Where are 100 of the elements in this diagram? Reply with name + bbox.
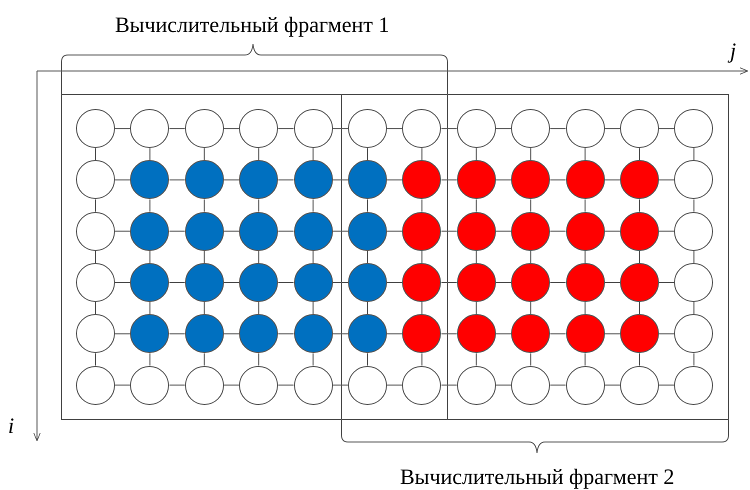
grid-link bbox=[312, 302, 314, 315]
grid-node bbox=[456, 160, 496, 200]
grid-link bbox=[168, 282, 186, 283]
grid-link bbox=[421, 250, 422, 264]
grid-link bbox=[584, 198, 586, 212]
grid-link bbox=[149, 198, 150, 212]
grid-link bbox=[495, 282, 512, 283]
grid-link bbox=[367, 198, 368, 212]
grid-link bbox=[278, 128, 294, 130]
grid-link bbox=[550, 179, 566, 180]
grid-link bbox=[440, 333, 458, 334]
grid-link bbox=[278, 282, 294, 283]
grid-node bbox=[348, 212, 387, 251]
grid-node bbox=[620, 314, 659, 354]
grid-node bbox=[239, 212, 278, 251]
grid-link bbox=[495, 230, 512, 232]
grid-link bbox=[550, 333, 566, 334]
grid-node bbox=[348, 109, 387, 148]
grid-link bbox=[332, 128, 348, 130]
grid-node bbox=[511, 314, 550, 354]
grid-link bbox=[278, 230, 294, 232]
grid-node bbox=[402, 263, 442, 302]
grid-node bbox=[402, 314, 442, 354]
grid-link bbox=[332, 230, 348, 232]
grid-link bbox=[476, 148, 477, 161]
grid-link bbox=[476, 198, 477, 212]
grid-link bbox=[550, 384, 566, 386]
grid-node bbox=[620, 160, 659, 200]
grid-link bbox=[658, 282, 675, 283]
grid-link bbox=[530, 352, 532, 366]
grid-link bbox=[386, 384, 403, 386]
grid-link bbox=[367, 352, 368, 366]
grid-link bbox=[95, 302, 96, 315]
grid-link bbox=[639, 302, 640, 315]
grid-node bbox=[294, 160, 333, 200]
grid-node bbox=[76, 109, 115, 148]
grid-link bbox=[312, 198, 314, 212]
grid-node bbox=[184, 263, 224, 302]
grid-node bbox=[456, 212, 496, 251]
grid-link bbox=[223, 384, 240, 386]
grid-link bbox=[693, 148, 694, 161]
grid-link bbox=[258, 302, 260, 315]
grid-node bbox=[566, 314, 605, 354]
grid-node bbox=[456, 263, 496, 302]
grid-link bbox=[584, 250, 586, 264]
grid-link bbox=[440, 282, 458, 283]
grid-link bbox=[223, 282, 240, 283]
grid-link bbox=[332, 384, 348, 386]
grid-link bbox=[639, 352, 640, 366]
grid-node bbox=[456, 314, 496, 354]
grid-link bbox=[584, 148, 586, 161]
grid-link bbox=[440, 384, 458, 386]
grid-node bbox=[402, 212, 442, 251]
grid-node bbox=[76, 212, 115, 251]
grid-link bbox=[367, 250, 368, 264]
grid-node bbox=[294, 109, 333, 148]
grid-node bbox=[348, 263, 387, 302]
grid-link bbox=[550, 128, 566, 130]
grid-node bbox=[294, 263, 333, 302]
grid-node bbox=[566, 109, 605, 148]
grid-node bbox=[456, 366, 496, 405]
grid-node bbox=[620, 212, 659, 251]
grid-node bbox=[294, 366, 333, 405]
grid-node bbox=[566, 263, 605, 302]
axis-label: j bbox=[730, 40, 736, 62]
grid-link bbox=[223, 333, 240, 334]
grid-node bbox=[348, 314, 387, 354]
grid-node bbox=[511, 160, 550, 200]
grid-link bbox=[476, 352, 477, 366]
grid-node bbox=[348, 366, 387, 405]
grid-node bbox=[511, 366, 550, 405]
grid-node bbox=[76, 314, 115, 354]
grid-link bbox=[639, 250, 640, 264]
grid-link bbox=[168, 128, 186, 130]
grid-link bbox=[421, 148, 422, 161]
grid-link bbox=[495, 384, 512, 386]
grid-link bbox=[658, 384, 675, 386]
grid-node bbox=[566, 212, 605, 251]
grid-link bbox=[278, 333, 294, 334]
grid-link bbox=[258, 198, 260, 212]
grid-link bbox=[114, 333, 131, 334]
grid-link bbox=[440, 128, 458, 130]
grid-link bbox=[495, 128, 512, 130]
grid-node bbox=[511, 263, 550, 302]
grid-link bbox=[223, 179, 240, 180]
grid-node bbox=[184, 366, 224, 405]
grid-link bbox=[149, 302, 150, 315]
grid-node bbox=[620, 109, 659, 148]
grid-link bbox=[168, 384, 186, 386]
grid-link bbox=[332, 333, 348, 334]
grid-link bbox=[693, 198, 694, 212]
grid-link bbox=[530, 148, 532, 161]
grid-node bbox=[674, 263, 714, 302]
grid-node bbox=[456, 109, 496, 148]
grid-link bbox=[168, 333, 186, 334]
grid-link bbox=[149, 250, 150, 264]
grid-link bbox=[440, 179, 458, 180]
grid-link bbox=[604, 333, 620, 334]
grid-link bbox=[693, 250, 694, 264]
grid-node bbox=[239, 109, 278, 148]
